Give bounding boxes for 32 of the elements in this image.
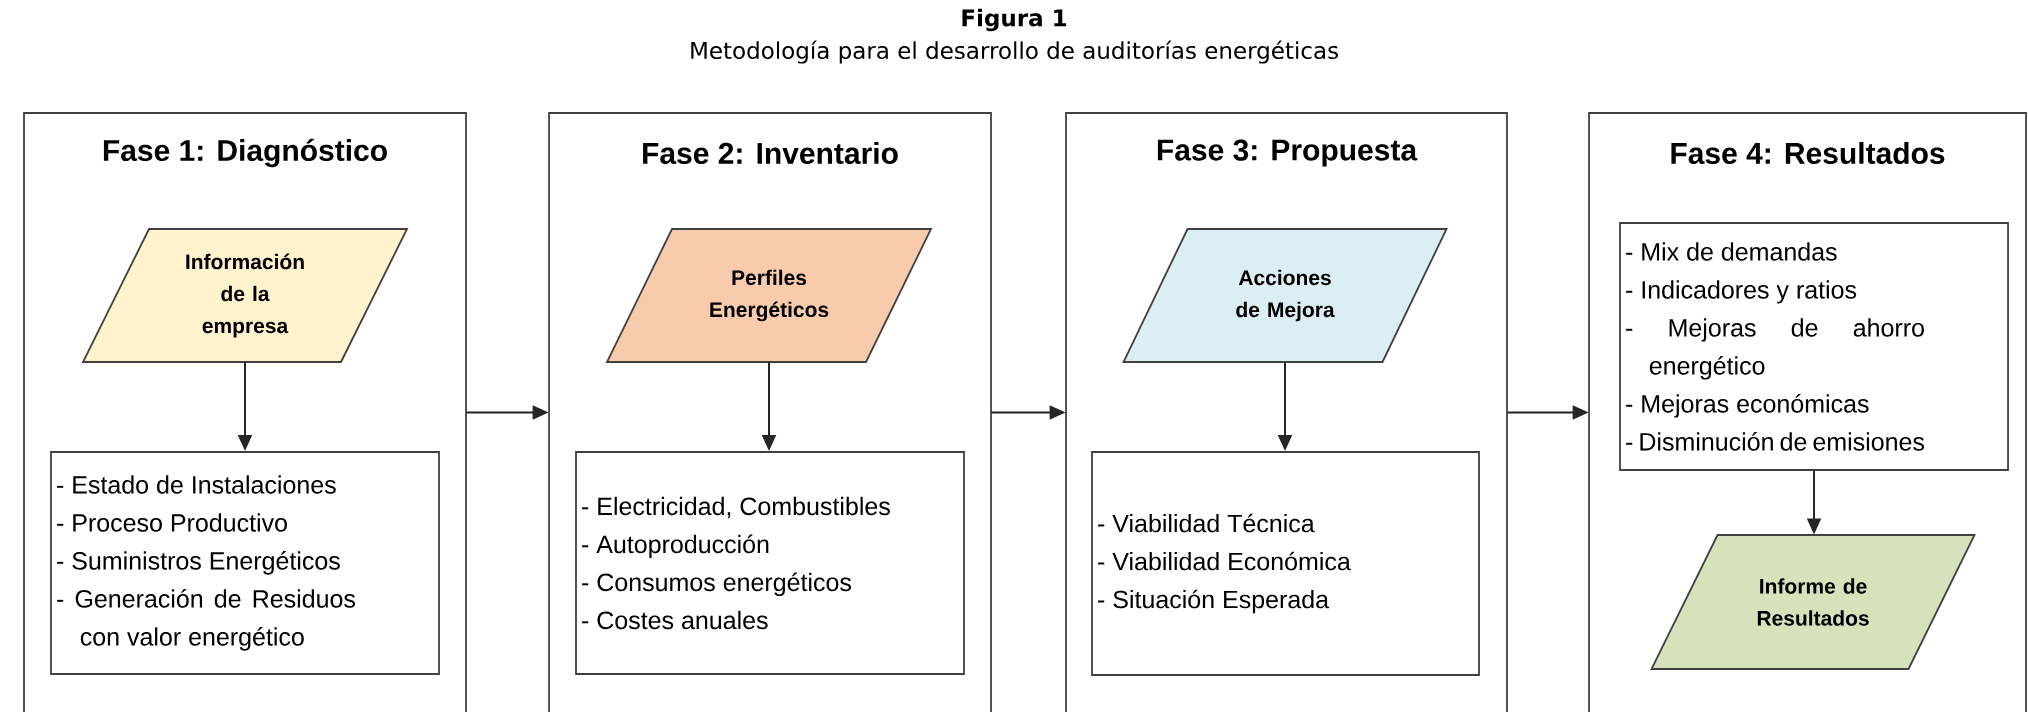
list-box bbox=[1091, 451, 1480, 676]
list-item: - Generación de Residuos con valor energético bbox=[57, 589, 356, 651]
phase-heading: Fase 1: Diagnóstico bbox=[103, 138, 387, 168]
list-item: - Viabilidad Económica bbox=[1098, 551, 1351, 571]
list-item: - Electricidad, Combustibles bbox=[582, 496, 890, 519]
list-box bbox=[575, 451, 965, 675]
list-item: - Disminución de emisiones bbox=[1626, 432, 1925, 451]
phase-heading: Fase 3: Propuesta bbox=[1157, 139, 1418, 167]
list-box bbox=[50, 451, 440, 675]
list-item: - Costes anuales bbox=[582, 610, 768, 630]
list-item: - Mejoras económicas bbox=[1626, 394, 1869, 418]
list-box bbox=[1619, 222, 2009, 471]
list-item: - Mix de demandas bbox=[1626, 242, 1837, 261]
list-item: - Estado de Instalaciones bbox=[57, 475, 336, 494]
list-item: - Indicadores y ratios bbox=[1626, 280, 1857, 304]
phase-panel bbox=[1588, 112, 2027, 712]
list-item: - Viabilidad Técnica bbox=[1098, 513, 1315, 533]
list-item: - Consumos energéticos bbox=[582, 572, 851, 597]
phase-panel bbox=[1065, 112, 1508, 712]
data-parallelogram: Informe de Resultados bbox=[1650, 534, 1976, 670]
phase-panel bbox=[23, 112, 467, 712]
list-item: - Situación Esperada bbox=[1098, 589, 1330, 614]
phase-heading: Fase 4: Resultados bbox=[1671, 142, 1945, 164]
list-item: - Proceso Productivo bbox=[57, 513, 287, 532]
data-parallelogram: Acciones de Mejora bbox=[1122, 228, 1448, 363]
list-item: - Mejoras de ahorro energético bbox=[1626, 318, 1924, 380]
phase-heading: Fase 2: Inventario bbox=[643, 142, 898, 164]
figure-title: Figura 1 bbox=[962, 8, 1067, 32]
list-item: - Autoproducción bbox=[582, 534, 769, 559]
figure-caption: Metodología para el desarrollo de auditorías energéticas bbox=[691, 40, 1338, 64]
list-item: - Suministros Energéticos bbox=[57, 551, 340, 575]
phase-panel bbox=[548, 112, 992, 712]
